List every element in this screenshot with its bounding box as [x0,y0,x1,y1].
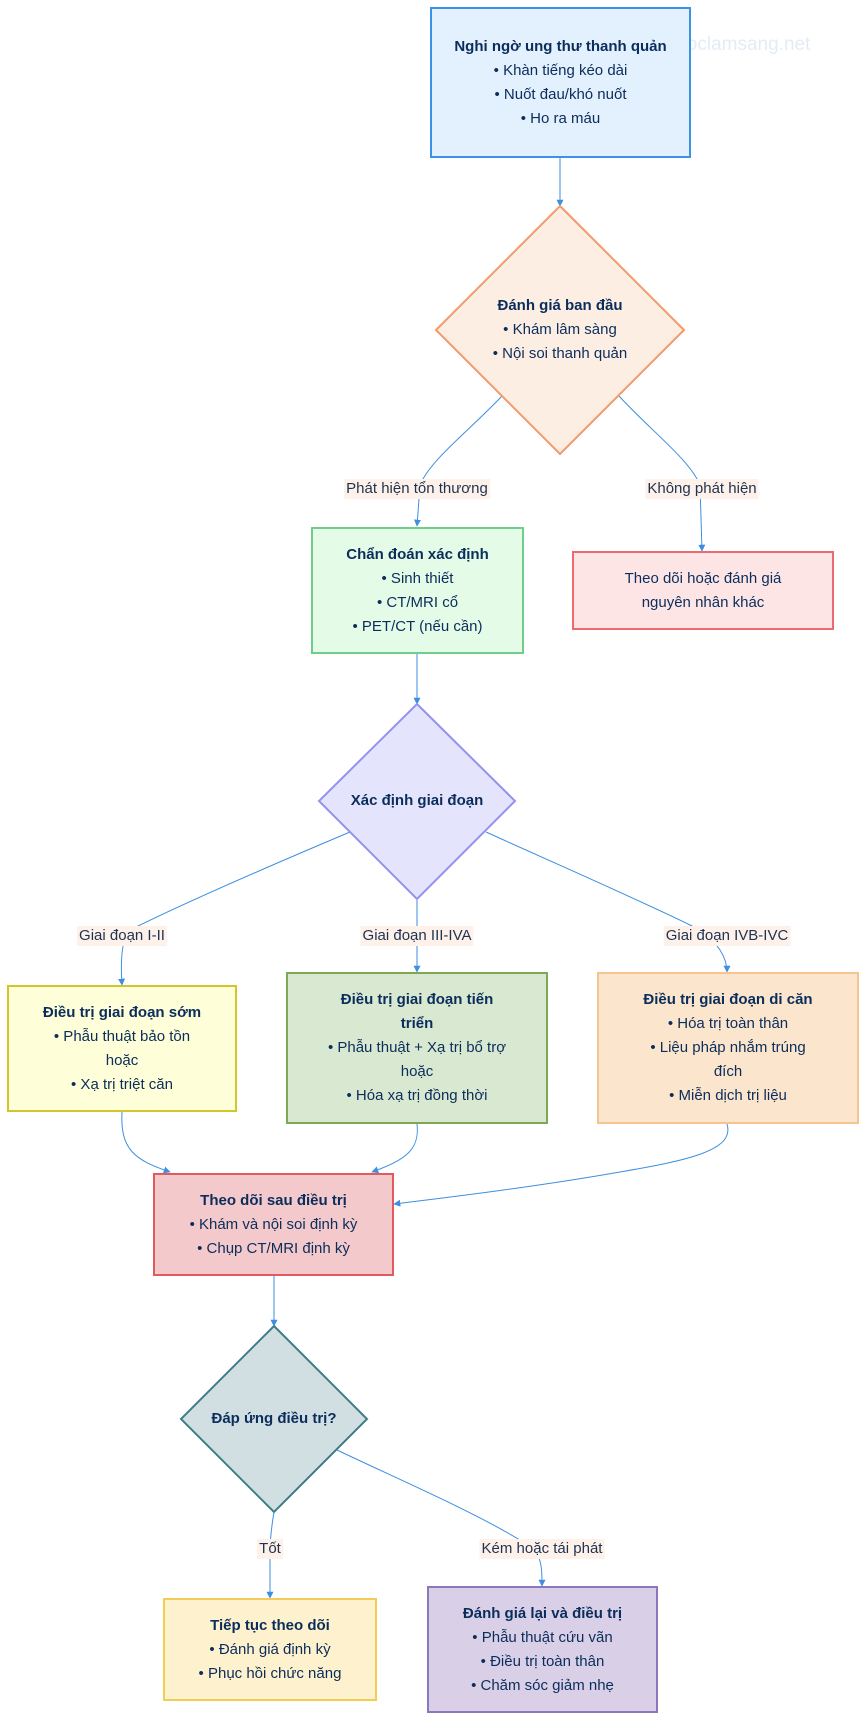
edge-label-not-found: Không phát hiện [645,479,759,499]
edge-early-to-followup [121,1111,171,1174]
suspicion-item: • Nuốt đau/khó nuốt [494,85,627,103]
followup-item: • Chụp CT/MRI định kỳ [197,1239,350,1257]
initial-eval-item: • Nội soi thanh quản [492,345,628,362]
edge-metastatic-to-followup [393,1123,729,1207]
suspicion-node: Nghi ngờ ung thư thanh quản • Khàn tiếng… [430,7,691,158]
edge-advanced-to-followup [371,1123,418,1174]
continue-item: • Phục hồi chức năng [198,1664,342,1682]
diagnosis-item: • CT/MRI cổ [376,593,459,611]
diagnosis-node: Chẩn đoán xác định • Sinh thiết • CT/MRI… [311,527,524,654]
edge-label-poor: Kém hoặc tái phát [479,1539,605,1559]
early-title: Điều trị giai đoạn sớm [42,1003,202,1021]
response-title: Đáp ứng điều trị? [211,1410,337,1427]
initial-eval-item: • Khám lâm sàng [503,321,617,338]
edge-staging-to-early [118,831,351,986]
followup-title: Theo dõi sau điều trị [200,1191,347,1209]
continue-item: • Đánh giá định kỳ [209,1640,331,1658]
edge-eval-to-diagnosis [413,395,503,527]
suspicion-item: • Ho ra máu [520,109,601,127]
staging-diamond [317,702,517,901]
early-treatment-node: Điều trị giai đoạn sớm • Phẫu thuật bảo … [7,985,237,1112]
edge-eval-to-other [618,395,706,552]
advanced-title: Điều trị giai đoạn tiến triển [340,991,494,1032]
suspicion-title: Nghi ngờ ung thư thanh quản [454,37,667,55]
other-cause-text: Theo dõi hoặc đánh giá nguyên nhân khác [624,569,782,611]
followup-item: • Khám và nội soi định kỳ [189,1215,358,1233]
metastatic-item: • Liệu pháp nhắm trúng đích [650,1039,806,1080]
watermark: ytoclamsang.net [672,34,811,55]
edge-staging-to-metastatic [485,831,731,973]
edge-response-to-reassess [336,1449,546,1587]
reassess-item: • Phẫu thuật cứu vãn [472,1628,613,1646]
initial-eval-title: Đánh giá ban đầu [497,297,623,314]
diagnosis-item: • Sinh thiết [381,569,454,587]
edge-label-stage-4b-4c: Giai đoạn IVB-IVC [663,926,791,946]
advanced-item: • Hóa xạ trị đồng thời [346,1087,488,1104]
response-diamond [179,1324,369,1514]
metastatic-item: • Miễn dịch trị liệu [669,1087,787,1104]
edge-label-stage-3-4a: Giai đoạn III-IVA [360,926,474,946]
edge-label-good: Tốt [257,1539,283,1559]
diagnosis-title: Chẩn đoán xác định [346,545,489,563]
staging-text: Xác định giai đoạn [317,789,517,813]
reassess-item: • Chăm sóc giảm nhẹ [471,1676,614,1694]
advanced-item: • Phẫu thuật + Xạ trị bổ trợ hoặc [327,1039,507,1080]
early-item: • Phẫu thuật bảo tồn hoặc [53,1027,191,1069]
continue-followup-node: Tiếp tục theo dõi • Đánh giá định kỳ • P… [163,1598,377,1701]
initial-eval-diamond [434,204,686,456]
early-item: • Xạ trị triệt căn [71,1075,173,1093]
staging-title: Xác định giai đoạn [350,792,484,809]
initial-eval-text: Đánh giá ban đầu • Khám lâm sàng • Nội s… [460,294,660,366]
reassess-item: • Điều trị toàn thân [480,1652,605,1670]
edge-label-lesion-found: Phát hiện tổn thương [344,479,490,499]
suspicion-item: • Khàn tiếng kéo dài [493,61,628,79]
advanced-treatment-node: Điều trị giai đoạn tiến triển • Phẫu thu… [286,972,548,1124]
metastatic-title: Điều trị giai đoạn di căn [643,991,813,1008]
followup-node: Theo dõi sau điều trị • Khám và nội soi … [153,1173,394,1276]
metastatic-item: • Hóa trị toàn thân [667,1015,789,1032]
metastatic-treatment-node: Điều trị giai đoạn di căn • Hóa trị toàn… [597,972,859,1124]
diagnosis-item: • PET/CT (nếu cần) [352,617,483,635]
continue-title: Tiếp tục theo dõi [210,1616,330,1634]
other-cause-node: Theo dõi hoặc đánh giá nguyên nhân khác [572,551,834,630]
edge-label-stage-1-2: Giai đoạn I-II [77,926,167,946]
response-text: Đáp ứng điều trị? [174,1407,374,1431]
reassess-title: Đánh giá lại và điều trị [462,1604,623,1622]
reassess-node: Đánh giá lại và điều trị • Phẫu thuật cứ… [427,1586,658,1713]
